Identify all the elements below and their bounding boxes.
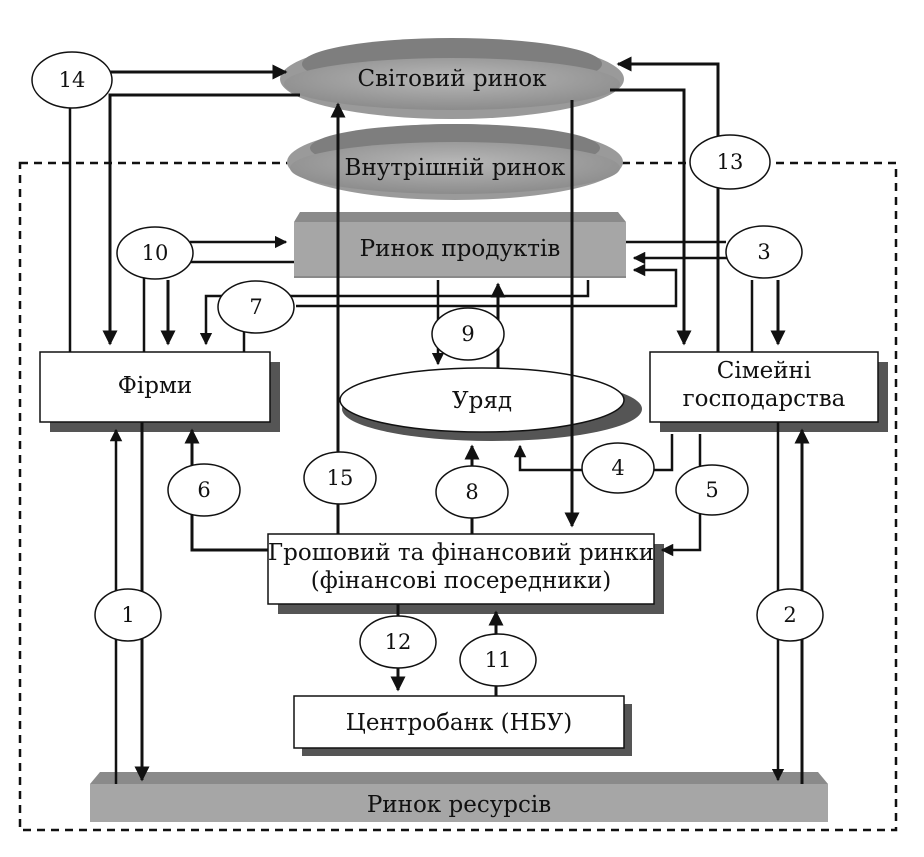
svg-text:1: 1: [121, 603, 134, 627]
svg-text:7: 7: [249, 295, 262, 319]
domestic-market-label: Внутрішній ринок: [345, 155, 567, 181]
svg-text:12: 12: [385, 630, 412, 654]
svg-text:11: 11: [485, 648, 512, 672]
flow-label-12: 12: [359, 615, 437, 669]
flow-label-9: 9: [431, 307, 505, 361]
flow-label-13: 13: [689, 134, 771, 190]
households-label-line1: Сімейні: [717, 358, 811, 384]
central-bank-label: Центробанк (НБУ): [346, 710, 572, 736]
product-market-label: Ринок продуктів: [360, 236, 561, 262]
svg-text:4: 4: [611, 456, 624, 480]
resource-market-label: Ринок ресурсів: [367, 792, 551, 818]
svg-text:8: 8: [465, 480, 478, 504]
svg-text:9: 9: [461, 322, 474, 346]
flow-label-14: 14: [31, 51, 113, 109]
flow-label-10: 10: [116, 226, 194, 280]
firms-label: Фірми: [118, 373, 192, 399]
firms-node: Фірми: [39, 351, 280, 432]
money-market-label-line2: (фінансові посередники): [311, 568, 612, 594]
svg-text:15: 15: [327, 466, 354, 490]
flow-label-2: 2: [756, 588, 824, 642]
money-market-node: Грошовий та фінансовий ринки (фінансові …: [267, 533, 664, 614]
world-market-node: Світовий ринок: [280, 38, 624, 119]
flow-label-5: 5: [675, 464, 749, 516]
world-market-label: Світовий ринок: [358, 66, 548, 92]
svg-text:6: 6: [197, 478, 210, 502]
flow-label-11: 11: [459, 633, 537, 687]
flow-label-7: 7: [217, 280, 295, 334]
svg-text:10: 10: [142, 241, 169, 265]
flow-label-6: 6: [167, 463, 241, 517]
svg-text:14: 14: [59, 68, 86, 92]
svg-text:5: 5: [705, 478, 718, 502]
domestic-market-node: Внутрішній ринок: [287, 124, 623, 200]
households-label-line2: господарства: [683, 386, 846, 412]
product-market-node: Ринок продуктів: [294, 212, 626, 278]
flow-label-1: 1: [94, 588, 162, 642]
flow-label-15: 15: [303, 451, 377, 505]
money-market-label-line1: Грошовий та фінансовий ринки: [268, 540, 654, 566]
flow-label-3: 3: [725, 225, 803, 279]
flow-label-8: 8: [435, 465, 509, 519]
svg-text:13: 13: [717, 150, 744, 174]
svg-text:3: 3: [757, 240, 770, 264]
central-bank-node: Центробанк (НБУ): [293, 695, 632, 756]
resource-market-node: Ринок ресурсів: [90, 772, 828, 822]
households-node: Сімейні господарства: [649, 351, 888, 432]
government-node: Уряд: [339, 367, 642, 441]
government-label: Уряд: [452, 388, 512, 414]
flow-label-4: 4: [581, 442, 655, 494]
svg-text:2: 2: [783, 603, 796, 627]
